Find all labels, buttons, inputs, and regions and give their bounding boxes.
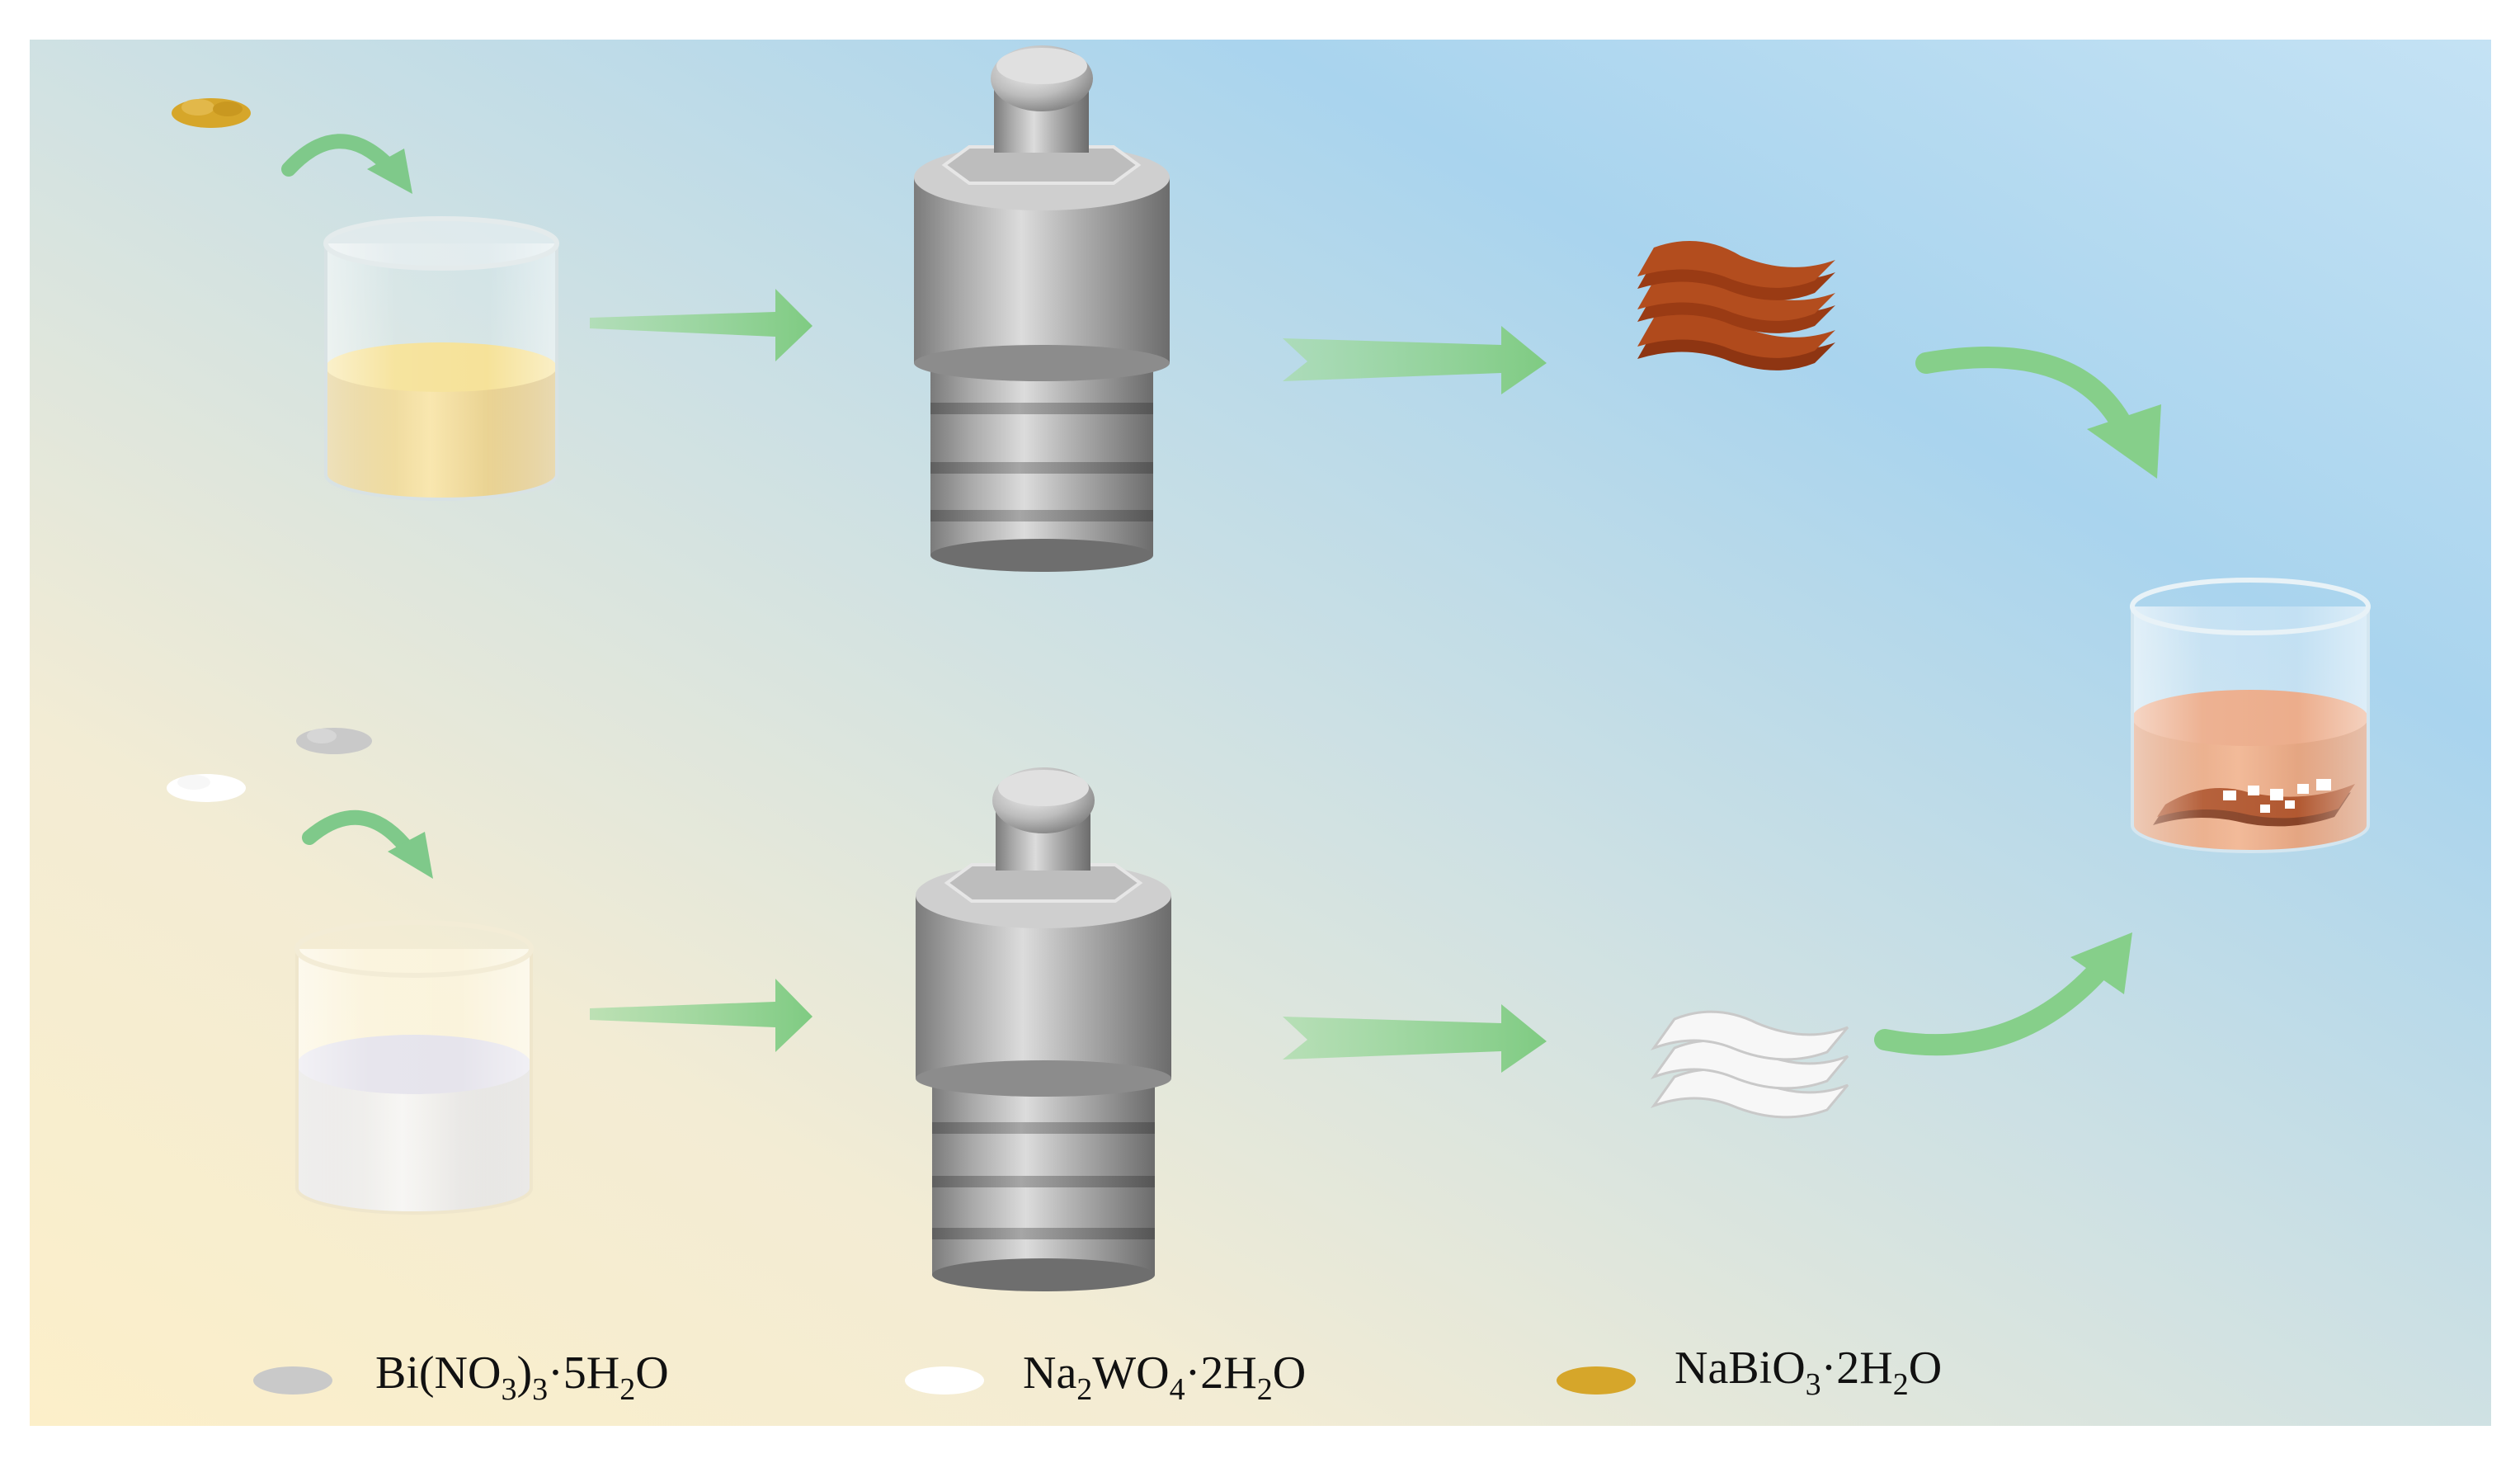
bismuthate-powder-pile-icon (172, 98, 251, 128)
brown-nanosheets-icon (1637, 241, 1835, 370)
curved-drop-arrow-2-icon (302, 809, 433, 879)
white-solution-beaker-icon (294, 920, 534, 1215)
curved-drop-arrow-icon (281, 134, 412, 194)
process-arrow-1 (590, 289, 813, 361)
tungstate-powder-icon (905, 1366, 984, 1395)
bi-nitrate-powder-pile-icon (296, 728, 372, 754)
bi-nitrate-powder-icon (253, 1366, 332, 1395)
legend-item-tungstate: Na2WO4·2H2O (905, 1347, 1306, 1407)
process-arrow-3 (590, 979, 813, 1052)
autoclave-top-icon (914, 45, 1170, 572)
autoclave-bottom-icon (916, 767, 1171, 1291)
legend: Bi(NO3)3·5H2O Na2WO4·2H2O NaBiO3·2H2O (253, 1343, 1942, 1407)
curved-arrow-down-icon (1915, 347, 2161, 479)
process-arrow-4 (1283, 1004, 1547, 1073)
legend-label-bi-nitrate: Bi(NO3)3·5H2O (375, 1347, 669, 1407)
tungstate-powder-pile-icon (167, 774, 246, 802)
legend-item-bi-nitrate: Bi(NO3)3·5H2O (253, 1347, 669, 1407)
curved-arrow-up-icon (1874, 932, 2132, 1056)
yellow-solution-beaker-icon (323, 216, 559, 501)
white-nanosheets-icon (1650, 1010, 1849, 1119)
legend-label-bismuthate: NaBiO3·2H2O (1675, 1343, 1942, 1402)
legend-label-tungstate: Na2WO4·2H2O (1023, 1347, 1306, 1407)
legend-item-bismuthate: NaBiO3·2H2O (1557, 1343, 1942, 1402)
bismuthate-powder-icon (1557, 1366, 1636, 1395)
final-orange-beaker-icon (2130, 578, 2371, 853)
process-arrow-2 (1283, 326, 1547, 394)
